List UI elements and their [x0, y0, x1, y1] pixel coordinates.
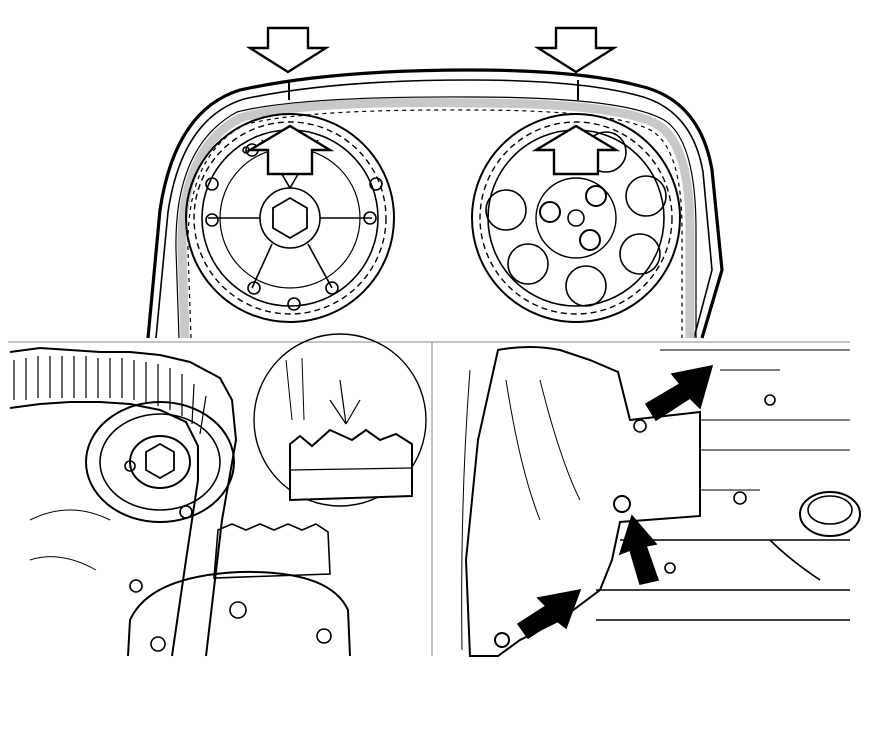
black-arrow-lower [516, 588, 582, 640]
cover-bolt-upper [633, 419, 647, 433]
cover-bolt-lower [494, 632, 510, 648]
tensioner-pulley [85, 401, 235, 523]
crankshaft-sprocket [127, 505, 351, 657]
black-arrow-middle [618, 514, 660, 585]
down-arrow-right [533, 26, 619, 74]
magnified-detail [253, 333, 427, 507]
oil-filler-cap [799, 491, 861, 537]
timing-cover [464, 346, 701, 657]
up-arrow-right [531, 124, 621, 176]
right-camshaft-sprocket [471, 113, 681, 323]
crankshaft-panel [9, 333, 427, 657]
cover-bolt-middle [613, 495, 631, 513]
up-arrow-left [245, 124, 335, 176]
down-arrow-left [245, 26, 331, 74]
toothed-belt-segment [9, 346, 238, 657]
toothed-belt-band [175, 96, 697, 339]
black-arrow-upper [644, 364, 714, 422]
timing-belt-outline [146, 68, 724, 339]
cover-panel [461, 346, 861, 657]
camshaft-panel [146, 26, 724, 339]
cylinder-head [596, 539, 850, 621]
hex-bolt [272, 196, 308, 240]
